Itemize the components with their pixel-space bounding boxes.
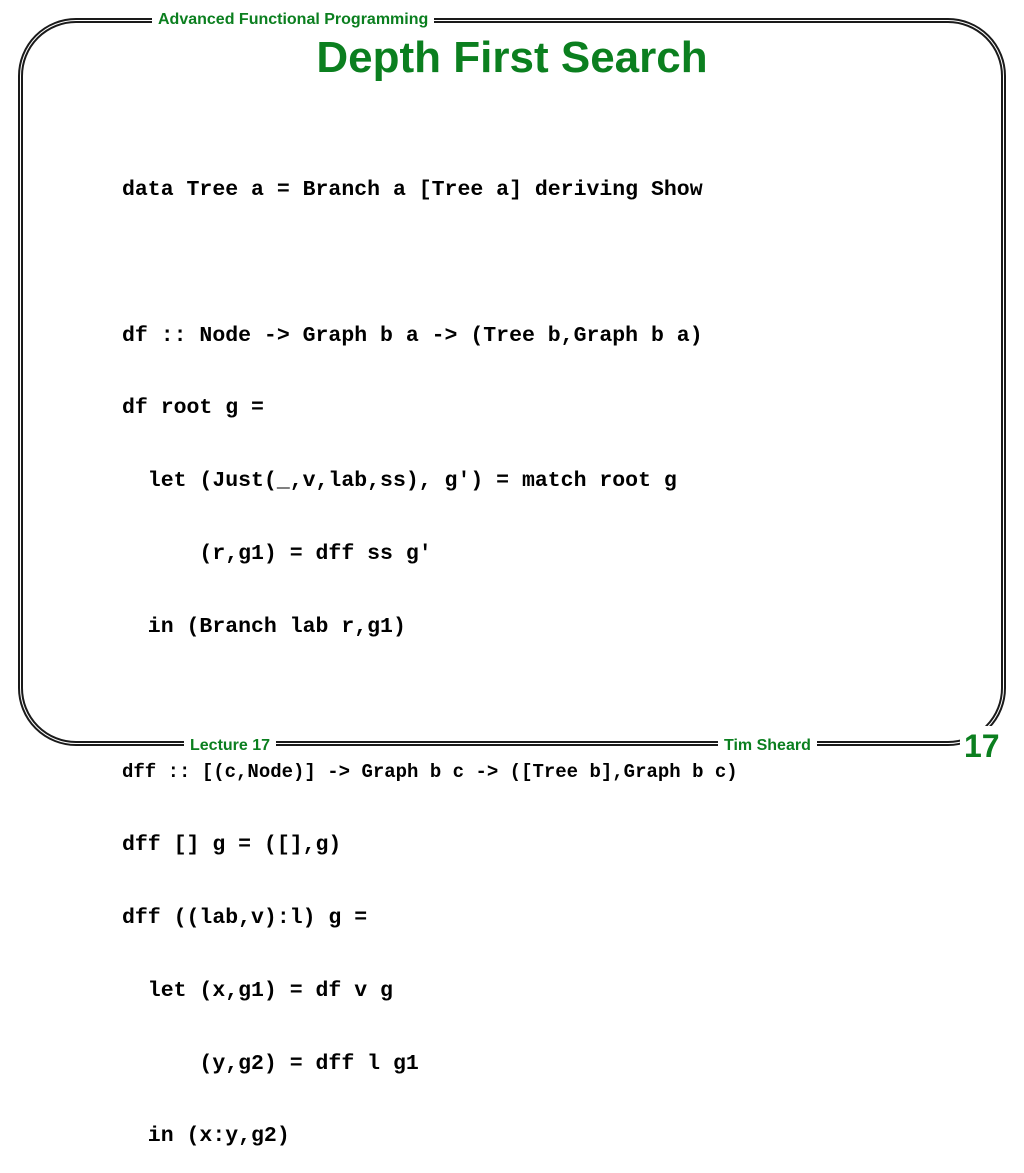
slide-frame xyxy=(18,18,1006,746)
code-line: let (Just(_,v,lab,ss), g') = match root … xyxy=(122,469,677,494)
page-number: 17 xyxy=(960,726,1004,766)
code-line: dff [] g = ([],g) xyxy=(122,833,342,858)
code-line: (y,g2) = dff l g1 xyxy=(122,1051,419,1076)
code-line: dff :: [(c,Node)] -> Graph b c -> ([Tree… xyxy=(122,761,738,784)
code-line xyxy=(122,682,738,719)
code-line: in (x:y,g2) xyxy=(122,1124,290,1149)
code-line: (r,g1) = dff ss g' xyxy=(122,541,432,566)
code-line: df :: Node -> Graph b a -> (Tree b,Graph… xyxy=(122,323,703,348)
course-title: Advanced Functional Programming xyxy=(152,9,435,31)
code-line xyxy=(122,245,738,282)
slide-title: Depth First Search xyxy=(316,33,708,82)
code-block: data Tree a = Branch a [Tree a] deriving… xyxy=(122,136,738,1173)
code-line: dff ((lab,v):l) g = xyxy=(122,905,368,930)
code-line: let (x,g1) = df v g xyxy=(122,978,393,1003)
author-label: Tim Sheard xyxy=(718,735,817,757)
lecture-label: Lecture 17 xyxy=(184,735,277,757)
code-line: data Tree a = Branch a [Tree a] deriving… xyxy=(122,178,703,202)
code-line: df root g = xyxy=(122,396,264,421)
code-line: in (Branch lab r,g1) xyxy=(122,614,406,639)
